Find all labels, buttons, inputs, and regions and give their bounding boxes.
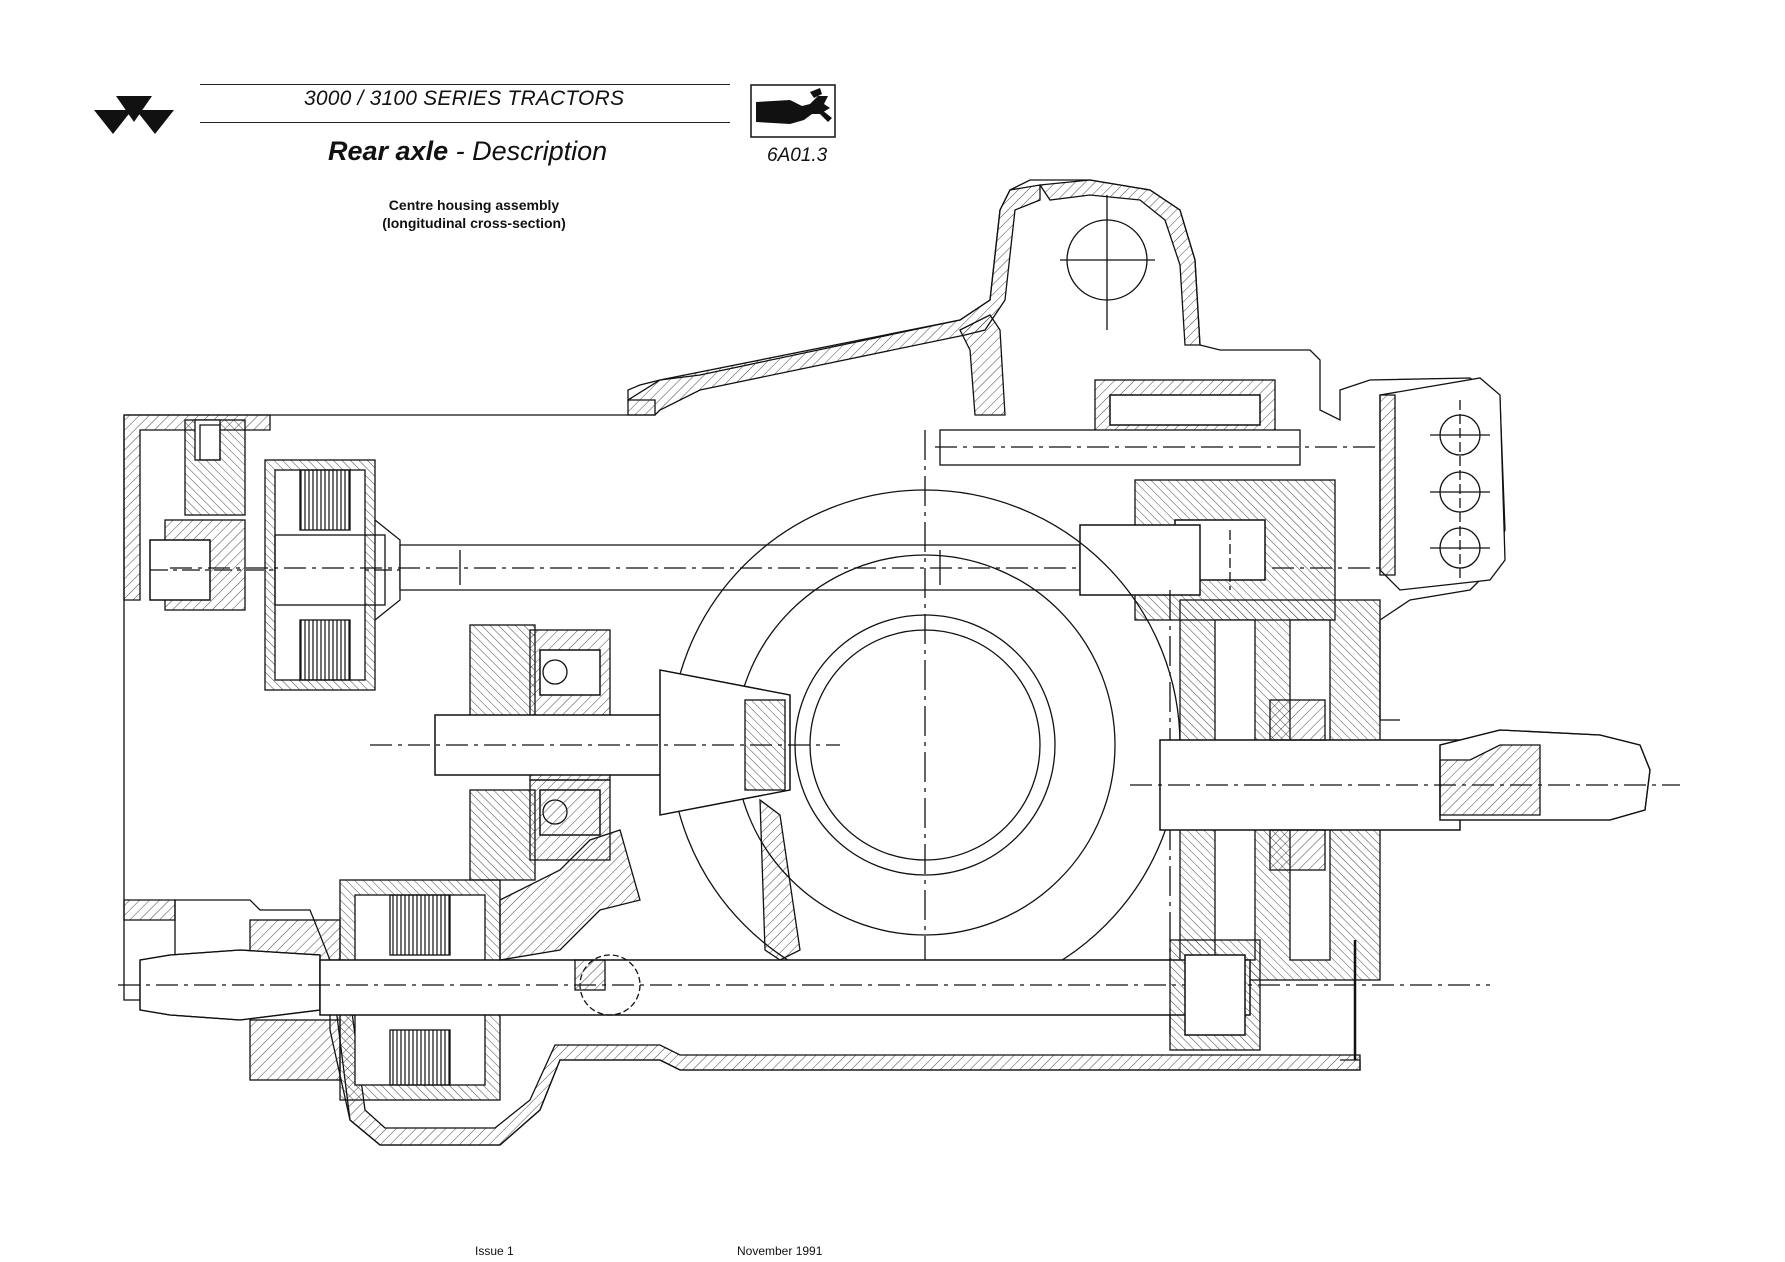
page-code: 6A01.3 (767, 145, 828, 166)
issue-date: November 1991 (737, 1244, 823, 1258)
issue-label: Issue 1 (475, 1244, 514, 1258)
hand-wrench-icon (750, 84, 836, 138)
brand-logo (94, 96, 174, 134)
section-title: Rear axle - Description (328, 136, 607, 167)
figure-caption-line1: Centre housing assembly (388, 197, 560, 213)
figure-caption-line2: (longitudinal cross-section) (382, 215, 566, 231)
header-rule-bottom (200, 122, 730, 123)
header-rule-top (200, 84, 730, 85)
figure-caption: Centre housing assembly (longitudinal cr… (364, 196, 584, 232)
series-title: 3000 / 3100 SERIES TRACTORS (304, 87, 625, 110)
section-title-bold: Rear axle (328, 136, 449, 166)
section-title-rest: - Description (448, 136, 608, 166)
